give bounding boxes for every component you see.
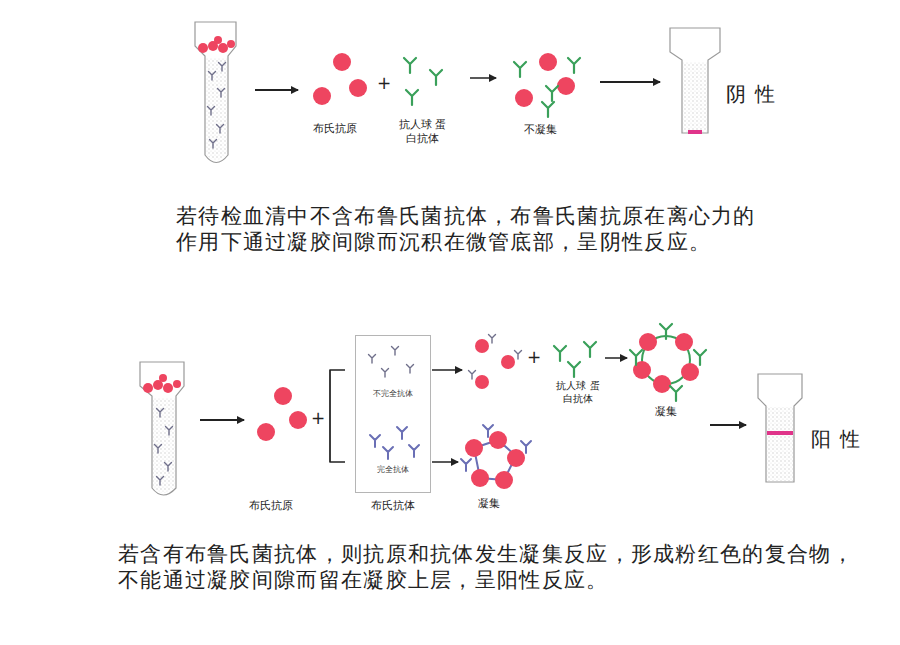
plus-sign: + bbox=[311, 408, 325, 429]
result-label: 不凝集 bbox=[524, 123, 557, 137]
plus-sign: + bbox=[377, 73, 391, 94]
antibody-label: 完全抗体 bbox=[356, 464, 430, 475]
result-label: 凝集 bbox=[655, 405, 677, 419]
antibody-box: 不完全抗体完全抗体布氏抗体 bbox=[355, 335, 431, 493]
caption-text: 若含有布鲁氏菌抗体，则抗原和抗体发生凝集反应，形成粉红色的复合物， 不能通过凝胶… bbox=[118, 541, 883, 594]
reagent-label: 抗人球 蛋白抗体 bbox=[396, 118, 449, 146]
antigen-label: 布氏抗原 bbox=[313, 122, 357, 136]
reagent-label: 抗人球 蛋白抗体 bbox=[554, 380, 602, 405]
antibody-label: 不完全抗体 bbox=[356, 388, 430, 399]
result-label: 阳 性 bbox=[811, 427, 861, 452]
plus-sign: + bbox=[527, 347, 541, 368]
result-label: 凝集 bbox=[478, 497, 500, 511]
box-heading: 布氏抗体 bbox=[356, 498, 430, 513]
result-label: 阴 性 bbox=[726, 82, 776, 107]
caption-text: 若待检血清中不含布鲁氏菌抗体，布鲁氏菌抗原在离心力的 作用下通过凝胶间隙而沉积在… bbox=[176, 203, 776, 256]
antigen-label: 布氏抗原 bbox=[249, 499, 293, 513]
